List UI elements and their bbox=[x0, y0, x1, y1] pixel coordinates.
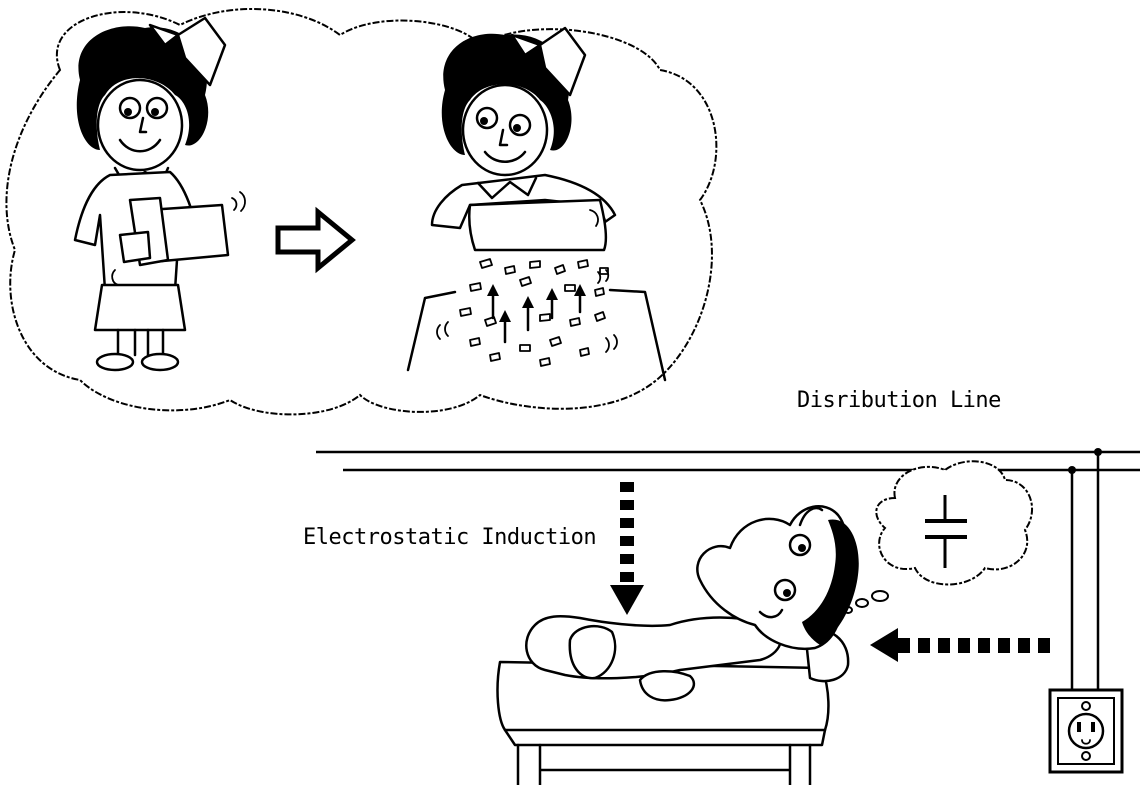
sleeping-person-icon bbox=[496, 505, 859, 785]
girl-holding-plastic-sheet-icon bbox=[73, 16, 246, 372]
girl-attracting-paper-bits-icon bbox=[406, 26, 667, 382]
distribution-line-label: Disribution Line bbox=[797, 388, 1001, 413]
electrostatic-induction-label: Electrostatic Induction bbox=[303, 525, 596, 550]
distribution-line bbox=[316, 448, 1140, 474]
wall-outlet-icon bbox=[1048, 688, 1124, 774]
induction-arrow-down bbox=[610, 482, 644, 615]
power-pole-icon bbox=[1070, 452, 1100, 690]
right-arrow-icon bbox=[275, 206, 356, 274]
induction-arrow-left bbox=[870, 628, 1050, 662]
capacitor-thought-cloud bbox=[843, 460, 1034, 614]
capacitor-symbol-icon bbox=[925, 495, 967, 568]
